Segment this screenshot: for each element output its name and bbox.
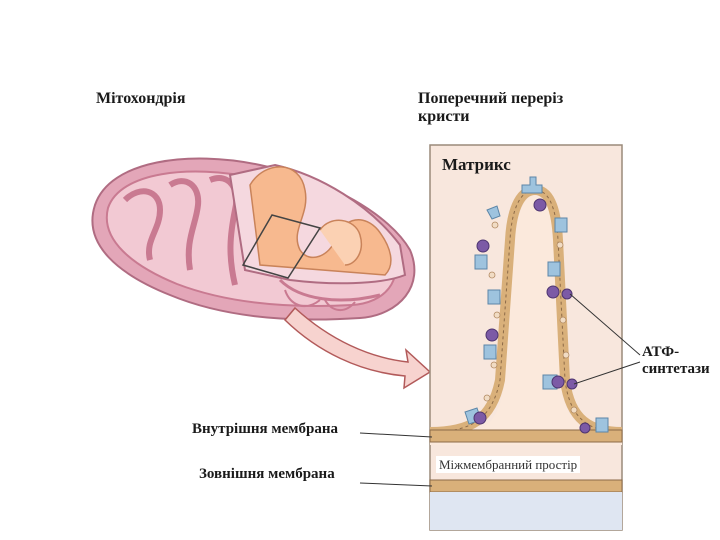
inner-membrane-leader: [360, 433, 432, 437]
outer-membrane-label: Зовнішня мембрана: [199, 466, 335, 483]
inner-membrane-band: [430, 430, 622, 442]
outer-membrane-band: [430, 480, 622, 492]
zoom-arrow: [285, 308, 430, 388]
matrix-label: Матрикс: [442, 156, 511, 173]
atp-synthase-label: АТФ-синтетази: [642, 344, 720, 378]
mitochondrion-illustration: [92, 158, 414, 319]
inner-membrane-label: Внутрішня мембрана: [192, 421, 338, 438]
cytosol-area: [430, 492, 622, 530]
outer-membrane-leader: [360, 483, 432, 486]
intermembrane-space-label: Міжмембранний простір: [436, 456, 580, 473]
